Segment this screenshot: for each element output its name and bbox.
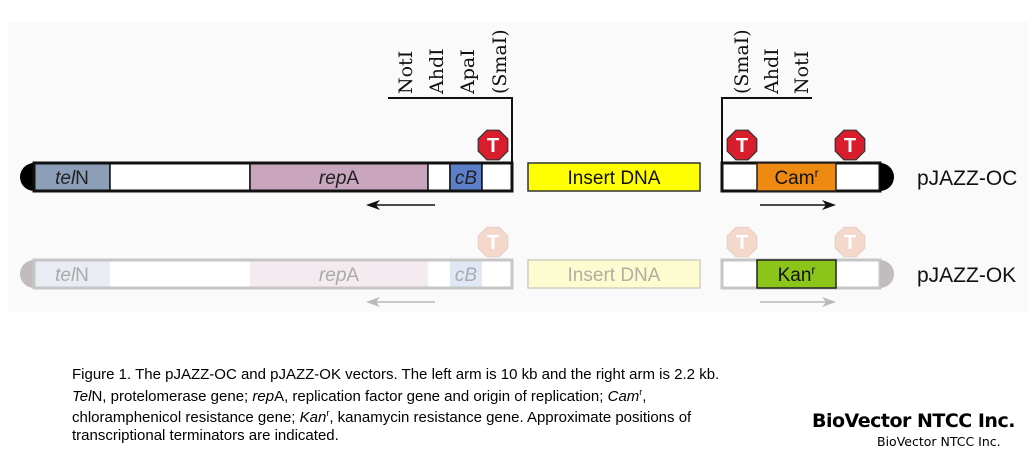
stop-octagon-shape [477, 129, 509, 161]
left-sites-bracket [388, 97, 513, 163]
arrow-head [366, 297, 380, 307]
terminator-label: T [844, 135, 856, 157]
forward-arrow-icon [760, 200, 836, 210]
left-arm-segment [428, 260, 450, 288]
segment-label: cB [455, 265, 478, 286]
terminator-icon: T [477, 129, 509, 161]
terminator-icon: T [726, 226, 758, 258]
caption-line-1: Figure 1. The pJAZZ-OC and pJAZZ-OK vect… [72, 366, 720, 383]
site-label: (SmaI) [731, 29, 753, 94]
telomere-cap-left [20, 163, 34, 191]
segment-label: repA [319, 168, 359, 189]
forward-arrow-icon [760, 297, 836, 307]
terminator-label: T [487, 232, 499, 254]
arrow-head [822, 200, 836, 210]
site-label: ApaI [457, 49, 479, 95]
resistance-marker-box [756, 259, 837, 289]
terminator-label: T [736, 135, 748, 157]
left-arm-segment [110, 260, 250, 288]
left-arm-segment [250, 260, 428, 288]
site-label: AhdI [426, 48, 448, 95]
caption-line-2: TelN, protelomerase gene; repA, replicat… [72, 386, 647, 405]
left-arm-segment [482, 260, 512, 288]
segment-label: cB [455, 168, 478, 189]
segment-label: repA [319, 265, 359, 286]
stop-octagon-shape [834, 129, 866, 161]
reverse-arrow-icon [366, 297, 435, 307]
figure-caption: Figure 1. The pJAZZ-OC and pJAZZ-OK vect… [72, 366, 872, 444]
stop-octagon-shape [726, 129, 758, 161]
telomere-cap-left [20, 260, 34, 288]
arrow-head [822, 297, 836, 307]
left-arm-outline [32, 258, 514, 290]
caption-line-4: transcriptional terminators are indicate… [72, 426, 339, 444]
terminator-label: T [487, 135, 499, 157]
terminator-label: T [736, 232, 748, 254]
site-label: (SmaI) [489, 29, 511, 94]
right-sites-bracket [721, 97, 812, 163]
watermark-small: BioVector NTCC Inc. [877, 434, 1001, 449]
stop-octagon-shape [477, 226, 509, 258]
insert-dna-box [527, 162, 701, 192]
left-arm-segment [481, 162, 513, 192]
insert-dna-box [527, 259, 701, 289]
insert-dna-label: Insert DNA [568, 265, 661, 286]
stop-octagon-shape [726, 226, 758, 258]
resistance-marker-label: Camr [774, 166, 818, 189]
left-arm-segment [427, 162, 451, 192]
terminator-icon: T [834, 129, 866, 161]
insert-dna-label: Insert DNA [568, 168, 661, 189]
telomere-cap-right [880, 163, 894, 191]
resistance-marker-box [756, 162, 837, 192]
terminator-label: T [844, 232, 856, 254]
terminator-icon: T [834, 226, 866, 258]
vector-map-diagram: NotI AhdI ApaI (SmaI) (SmaI) AhdI NotI t… [20, 29, 1017, 307]
site-label: AhdI [761, 48, 783, 95]
caption-line-3: chloramphenicol resistance gene; Kanr, k… [72, 408, 692, 426]
reverse-arrow-icon [366, 200, 435, 210]
left-arm-segment [34, 260, 110, 288]
left-arm-segment [450, 260, 482, 288]
left-cloning-sites: NotI AhdI ApaI (SmaI) [388, 29, 513, 163]
arrow-head [366, 200, 380, 210]
segment-label: telN [55, 168, 89, 189]
site-label: NotI [395, 51, 417, 94]
right-cloning-sites: (SmaI) AhdI NotI [721, 29, 813, 163]
telomere-cap-right [880, 260, 894, 288]
watermark-large: BioVector NTCC Inc. [812, 410, 1015, 432]
resistance-marker-label: Kanr [778, 263, 816, 286]
vector-name: pJAZZ-OC [917, 167, 1017, 190]
terminator-icon: T [477, 226, 509, 258]
left-arm-segment [109, 162, 251, 192]
segment-label: telN [55, 265, 89, 286]
terminator-icon: T [726, 129, 758, 161]
stop-octagon-shape [834, 226, 866, 258]
vector-name: pJAZZ-OK [917, 264, 1016, 287]
site-label: NotI [791, 51, 813, 94]
left-arm-outline [32, 161, 514, 193]
